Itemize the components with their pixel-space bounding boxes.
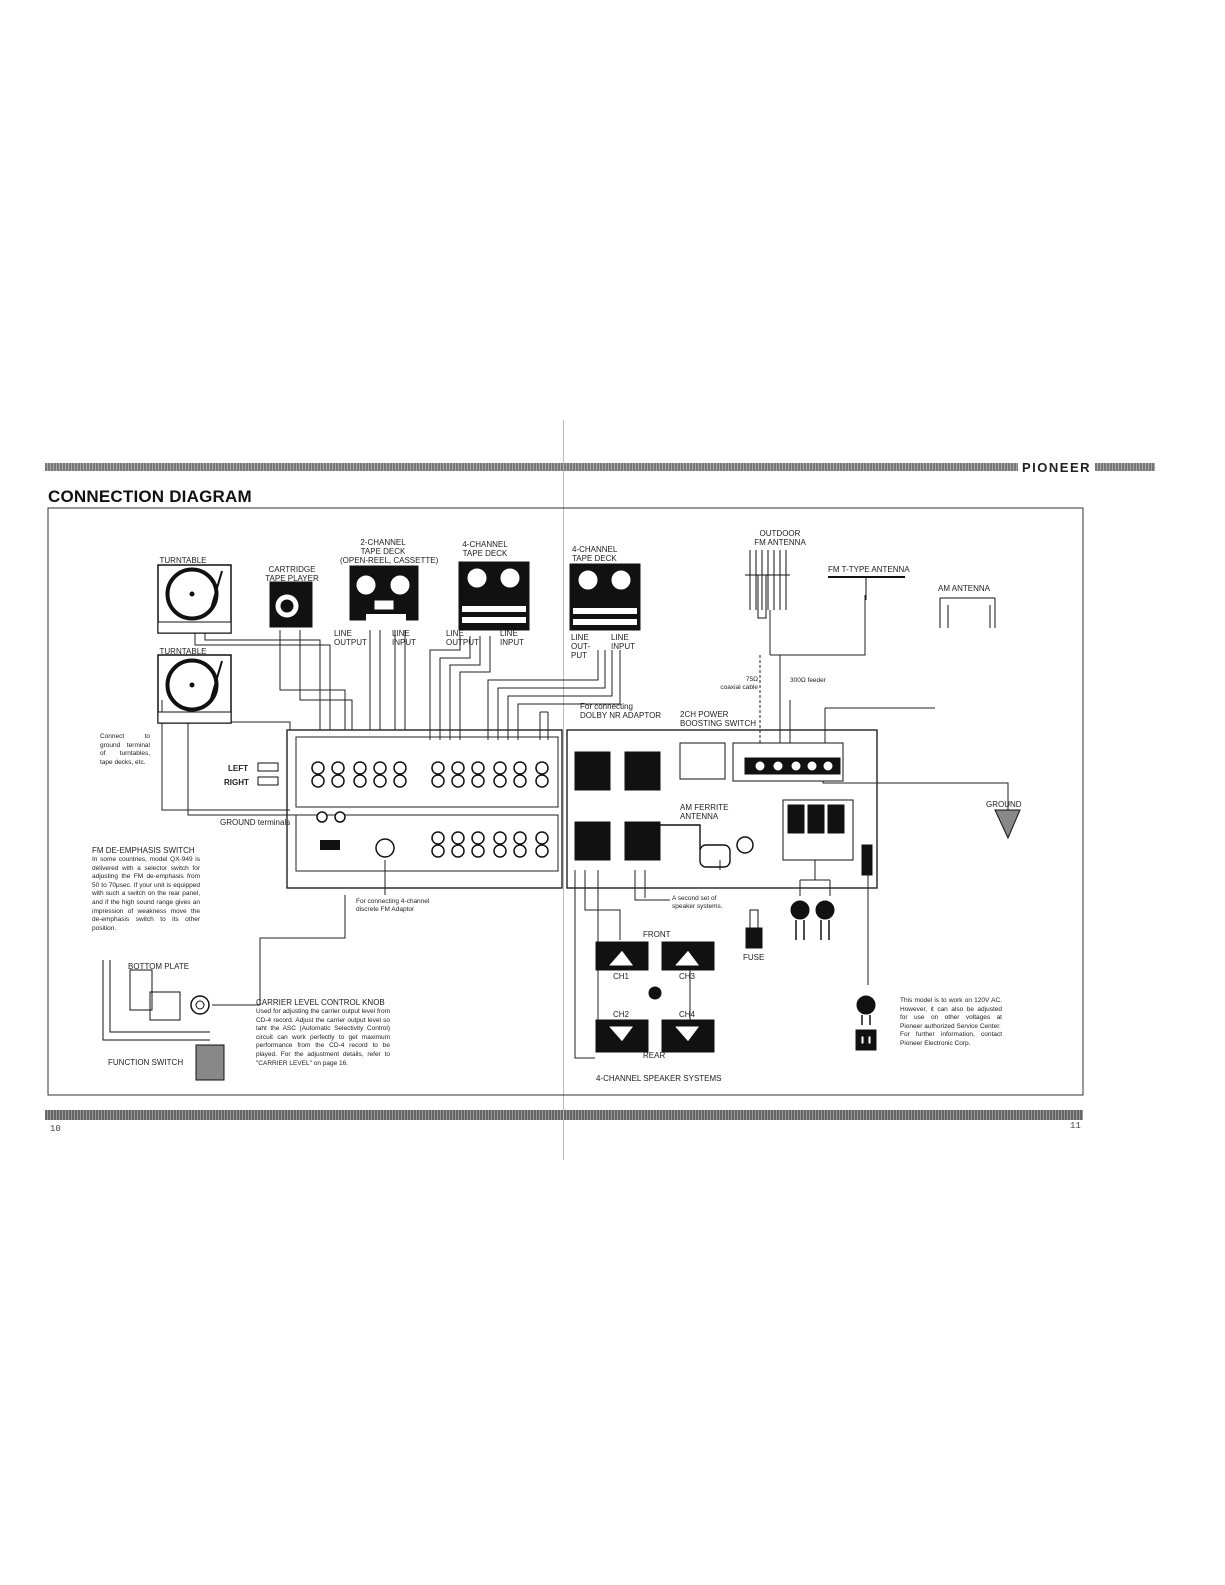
- deemphasis-switch: [320, 840, 340, 850]
- turntable-1: [157, 564, 232, 634]
- fold-line: [563, 420, 564, 1160]
- bottom-rule: [45, 1110, 1083, 1120]
- label-right: RIGHT: [224, 778, 249, 787]
- label-line-input-3: LINE INPUT: [611, 633, 635, 651]
- label-fuse: FUSE: [743, 953, 765, 962]
- label-ground-right: GROUND: [986, 800, 1022, 809]
- label-left: LEFT: [228, 764, 248, 773]
- label-am-ferrite: AM FERRITE ANTENNA: [680, 803, 729, 821]
- label-line-input-2: LINE INPUT: [500, 629, 524, 647]
- fm-antenna-outdoor: [745, 550, 790, 619]
- fm-deemphasis-body: In some countries, model QX-949 is deliv…: [92, 856, 200, 932]
- label-cartridge: CARTRIDGE TAPE PLAYER: [265, 565, 319, 583]
- label-line-output: LINE OUTPUT: [334, 629, 367, 647]
- tape-deck-4ch-b: [569, 563, 641, 631]
- ferrite-antenna: [650, 824, 731, 868]
- label-dolby: For connecting DOLBY NR ADAPTOR: [580, 702, 662, 720]
- label-front: FRONT: [643, 930, 671, 939]
- cartridge-player: [269, 581, 313, 628]
- carrier-title: CARRIER LEVEL CONTROL KNOB: [256, 998, 385, 1007]
- label-turntable-1: TURNTABLE: [159, 556, 207, 565]
- label-speaker-systems: 4-CHANNEL SPEAKER SYSTEMS: [596, 1074, 722, 1083]
- am-antenna: [939, 597, 996, 628]
- turntable-2: [157, 654, 232, 724]
- label-ch1: CH1: [613, 972, 630, 981]
- fuse: [745, 909, 763, 949]
- tape-deck-4ch-a: [458, 561, 530, 631]
- power-plugs: [790, 900, 877, 1051]
- fm-t-antenna: [828, 576, 905, 600]
- bottom-plate: [102, 960, 225, 1081]
- label-line-output-2: LINE OUTPUT: [446, 629, 479, 647]
- label-line-input: LINE INPUT: [392, 629, 416, 647]
- label-deck-4ch-b: 4-CHANNEL TAPE DECK: [572, 545, 618, 563]
- ac-outlets: [736, 799, 873, 876]
- label-bottom-plate: BOTTOM PLATE: [128, 962, 190, 971]
- label-4ch-fm-adaptor: For connecting 4-channel discrete FM Ada…: [356, 898, 430, 913]
- carrier-body: Used for adjusting the carrier output le…: [256, 1008, 390, 1067]
- label-power-boost: 2CH POWER BOOSTING SWITCH: [680, 710, 756, 728]
- fm-deemphasis-title: FM DE-EMPHASIS SWITCH: [92, 846, 195, 855]
- top-rule: [45, 463, 1155, 471]
- label-second-set: A second set of speaker systems.: [672, 895, 723, 910]
- label-ch3: CH3: [679, 972, 696, 981]
- ground-symbol: [994, 809, 1021, 840]
- voltage-note: This model is to work on 120V AC. Howeve…: [900, 997, 1002, 1047]
- label-function-switch: FUNCTION SWITCH: [108, 1058, 184, 1067]
- page-number-left: 10: [50, 1124, 61, 1134]
- label-feeder: 300Ω feeder: [790, 677, 826, 684]
- page-number-right: 11: [1070, 1121, 1081, 1131]
- label-turntable-2: TURNTABLE: [159, 647, 207, 656]
- label-ch4: CH4: [679, 1010, 696, 1019]
- connect-ground-note: Connect to ground terminal of turntables…: [100, 733, 150, 766]
- tape-deck-2ch: [349, 565, 419, 622]
- label-am-antenna: AM ANTENNA: [938, 584, 991, 593]
- label-outdoor-fm: OUTDOOR FM ANTENNA: [754, 529, 806, 547]
- label-rear: REAR: [643, 1051, 666, 1060]
- label-fm-t: FM T-TYPE ANTENNA: [828, 565, 910, 574]
- rca-plugs: [257, 762, 279, 786]
- page-title: CONNECTION DIAGRAM: [48, 487, 252, 506]
- brand-logo: PIONEER: [1018, 460, 1096, 475]
- label-ground-terminals: GROUND terminals: [220, 818, 291, 827]
- speakers: [595, 941, 715, 1053]
- label-deck-2ch: 2-CHANNEL TAPE DECK (open-reel, cassette…: [340, 538, 439, 565]
- antenna-terminals: [732, 742, 844, 782]
- rear-panel-jacks: [311, 761, 549, 858]
- label-coax: 75Ω coaxial cable: [720, 676, 758, 691]
- speaker-terminals: [574, 751, 661, 861]
- label-ch2: CH2: [613, 1010, 630, 1019]
- label-deck-4ch-a: 4-CHANNEL TAPE DECK: [462, 540, 508, 558]
- label-line-output-3: LINE OUT- PUT: [571, 633, 591, 660]
